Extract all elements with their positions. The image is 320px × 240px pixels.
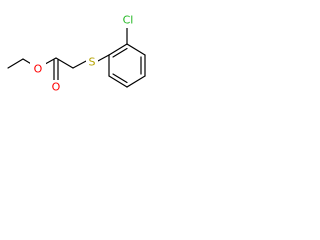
bond-s-ring xyxy=(95,54,110,63)
ring-inner-bond-3 xyxy=(112,73,128,84)
bonds xyxy=(7,27,146,88)
ring-bond-5 xyxy=(108,75,128,88)
ring-bond-1 xyxy=(108,43,128,56)
ring-bond-4 xyxy=(126,75,146,88)
bond-carbonyl-ch2 xyxy=(55,57,74,69)
atom-oxygen-carbonyl: O xyxy=(52,81,61,94)
ring-inner-bond-1 xyxy=(112,47,128,58)
molecule-structure-diagram: O O S Cl xyxy=(7,13,146,94)
bond-ch3-ch2 xyxy=(7,58,24,69)
bond-ch2-s xyxy=(72,59,89,69)
atom-labels: O O S Cl xyxy=(30,13,139,94)
atom-sulfur: S xyxy=(89,56,96,69)
ring-bond-2 xyxy=(126,43,146,56)
atom-oxygen-ester: O xyxy=(34,63,43,76)
atom-chlorine: Cl xyxy=(123,14,134,27)
